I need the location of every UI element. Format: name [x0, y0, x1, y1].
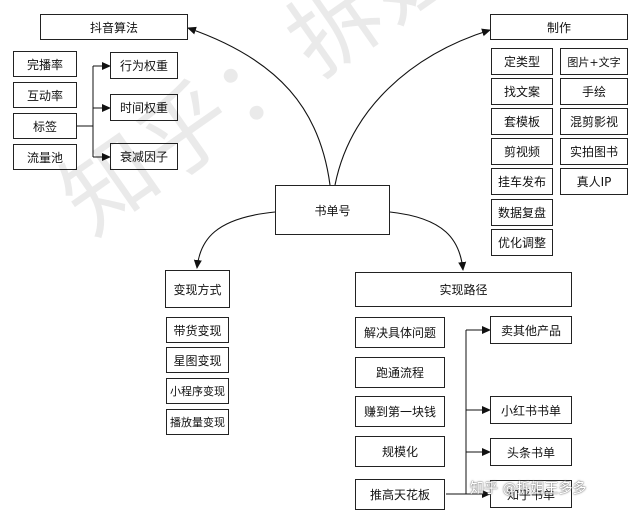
production-step-6: 数据复盘 [491, 199, 553, 226]
path-step-1: 解决具体问题 [355, 317, 445, 348]
production-step-3: 套模板 [491, 108, 553, 135]
monetization-title: 变现方式 [165, 270, 230, 308]
edge-center-production [334, 28, 491, 186]
path-step-5: 推高天花板 [355, 479, 445, 510]
weight-behavior: 行为权重 [110, 52, 178, 79]
monetization-item-3: 小程序变现 [166, 378, 229, 404]
metric-interaction-rate: 互动率 [13, 82, 77, 108]
center-node: 书单号 [275, 185, 390, 235]
path-step-4: 规模化 [355, 436, 445, 467]
production-step-2: 找文案 [491, 78, 553, 105]
path-outcome-3: 头条书单 [490, 438, 572, 466]
production-step-5: 挂车发布 [491, 168, 553, 195]
corner-watermark: 知乎 @拆姐王多多 [470, 481, 587, 497]
edge-center-monetization [193, 211, 276, 269]
algorithm-title: 抖音算法 [40, 14, 188, 40]
metric-tag: 标签 [13, 113, 77, 139]
path-outcome-1: 卖其他产品 [490, 316, 572, 344]
metric-traffic-pool: 流量池 [13, 144, 77, 170]
production-type-5: 真人IP [560, 168, 628, 195]
monetization-item-2: 星图变现 [166, 347, 229, 373]
path-outcome-2: 小红书书单 [490, 396, 572, 424]
weight-decay: 衰减因子 [110, 143, 178, 170]
weight-time: 时间权重 [110, 94, 178, 121]
production-title: 制作 [490, 14, 628, 40]
path-title: 实现路径 [355, 272, 572, 307]
path-outcome-4: 知乎书单 [490, 480, 572, 508]
production-step-4: 剪视频 [491, 138, 553, 165]
path-step-2: 跑通流程 [355, 357, 445, 388]
edge-ceiling-outcomes [446, 330, 467, 495]
production-step-7: 优化调整 [491, 229, 553, 256]
production-type-3: 混剪影视 [560, 108, 628, 135]
production-type-1: 图片+文字 [560, 48, 628, 75]
edge-tag-weights [77, 65, 110, 158]
monetization-item-1: 带货变现 [166, 317, 229, 343]
production-type-4: 实拍图书 [560, 138, 628, 165]
metric-completion-rate: 完播率 [13, 51, 77, 77]
production-step-1: 定类型 [491, 48, 553, 75]
edge-center-algorithm [187, 26, 331, 186]
monetization-item-4: 播放量变现 [166, 409, 229, 435]
production-type-2: 手绘 [560, 78, 628, 105]
edge-center-path [389, 211, 467, 271]
path-step-3: 赚到第一块钱 [355, 396, 445, 427]
